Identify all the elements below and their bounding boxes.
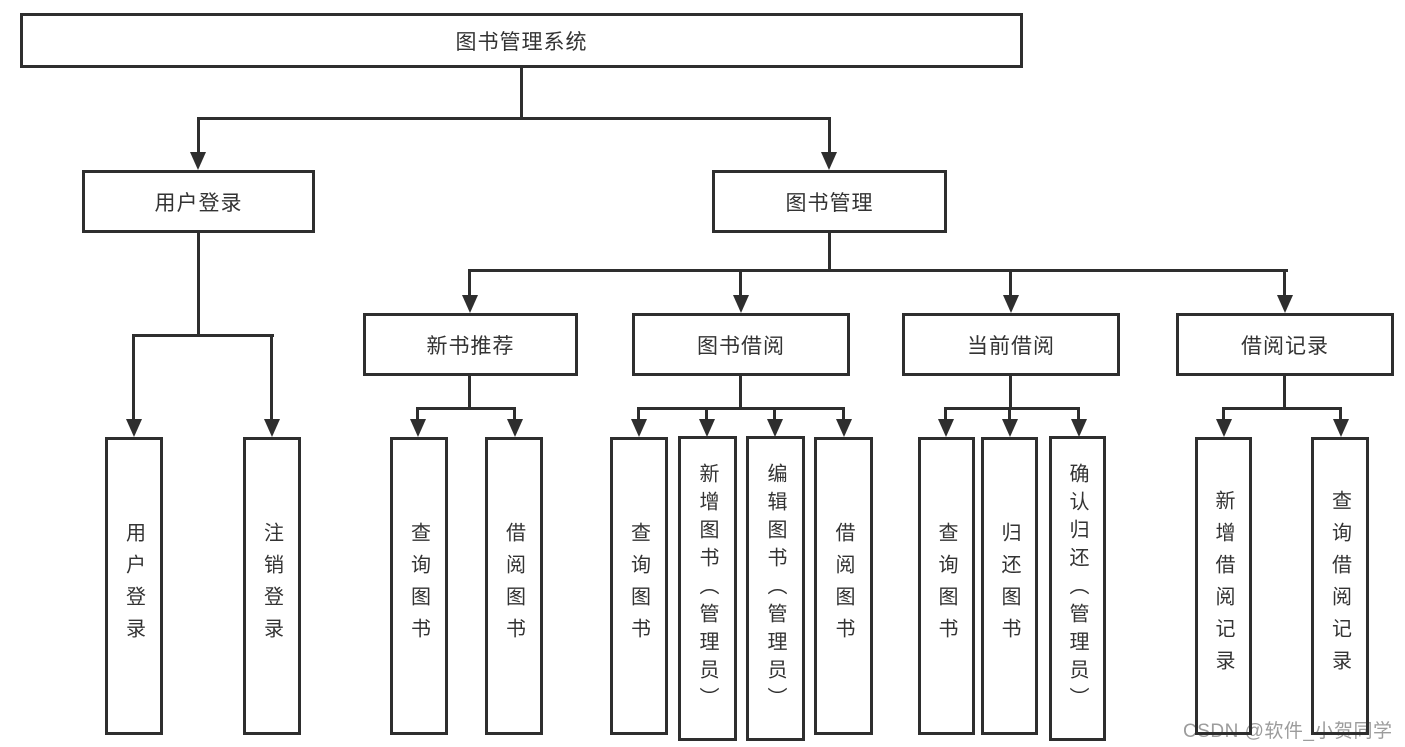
arrowhead xyxy=(631,419,647,437)
connector-line xyxy=(416,407,419,421)
connector-line xyxy=(468,269,471,297)
arrowhead xyxy=(462,295,478,313)
leaf-query-books-current-label: 查询图书 xyxy=(935,522,957,650)
connector-line xyxy=(828,233,831,272)
leaf-add-book-admin-label: 新增图书（管理员） xyxy=(696,462,718,715)
connector-line xyxy=(1339,407,1342,421)
leaf-query-books-borrowing-label: 查询图书 xyxy=(627,522,650,650)
connector-line xyxy=(468,376,471,410)
node-current-borrowing: 当前借阅 xyxy=(902,313,1120,376)
connector-line xyxy=(197,117,200,154)
arrowhead xyxy=(836,419,852,437)
leaf-edit-book-admin-label: 编辑图书（管理员） xyxy=(764,462,786,715)
node-book-borrowing: 图书借阅 xyxy=(632,313,850,376)
connector-line xyxy=(739,376,742,410)
arrowhead xyxy=(767,419,783,437)
node-book-borrowing-label: 图书借阅 xyxy=(697,334,785,358)
arrowhead xyxy=(1216,419,1232,437)
leaf-return-book-label: 归还图书 xyxy=(998,522,1020,650)
connector-line xyxy=(944,407,947,421)
arrowhead xyxy=(507,419,523,437)
node-current-borrowing-label: 当前借阅 xyxy=(967,334,1055,358)
leaf-user-login-label: 用户登录 xyxy=(122,522,145,650)
arrowhead xyxy=(733,295,749,313)
leaf-query-books-recommend: 查询图书 xyxy=(390,437,448,735)
arrowhead xyxy=(938,419,954,437)
connector-line xyxy=(842,407,845,421)
connector-line xyxy=(1283,269,1286,297)
connector-line xyxy=(468,269,1288,272)
connector-line xyxy=(132,334,274,337)
leaf-logout-label: 注销登录 xyxy=(260,522,283,650)
leaf-edit-book-admin: 编辑图书（管理员） xyxy=(746,436,805,741)
leaf-query-books-borrowing: 查询图书 xyxy=(610,437,668,735)
leaf-confirm-return-admin-label: 确认归还（管理员） xyxy=(1066,462,1088,715)
node-borrow-records: 借阅记录 xyxy=(1176,313,1394,376)
leaf-confirm-return-admin: 确认归还（管理员） xyxy=(1049,436,1106,741)
leaf-add-borrow-record-label: 新增借阅记录 xyxy=(1212,490,1234,682)
node-new-book-recommend-label: 新书推荐 xyxy=(426,334,515,358)
node-library-system-label: 图书管理系统 xyxy=(455,30,588,54)
leaf-add-borrow-record: 新增借阅记录 xyxy=(1195,437,1252,735)
connector-line xyxy=(520,68,523,118)
connector-line xyxy=(637,407,845,410)
connector-line xyxy=(513,407,516,421)
connector-line xyxy=(1283,376,1286,410)
arrowhead xyxy=(410,419,426,437)
arrowhead xyxy=(1002,419,1018,437)
node-user-login-label: 用户登录 xyxy=(154,191,243,215)
watermark: CSDN @软件_小贺同学 xyxy=(1183,721,1393,742)
connector-line xyxy=(828,117,831,154)
connector-line xyxy=(1222,407,1342,410)
leaf-return-book: 归还图书 xyxy=(981,437,1038,735)
arrowhead xyxy=(1071,419,1087,437)
arrowhead xyxy=(821,152,837,170)
leaf-user-login: 用户登录 xyxy=(105,437,163,735)
connector-line xyxy=(1009,376,1012,410)
connector-line xyxy=(637,407,640,421)
leaf-query-books-recommend-label: 查询图书 xyxy=(407,522,430,650)
leaf-add-book-admin: 新增图书（管理员） xyxy=(678,436,737,741)
connector-line xyxy=(773,407,776,421)
leaf-logout: 注销登录 xyxy=(243,437,301,735)
connector-line xyxy=(270,334,273,421)
connector-line xyxy=(132,334,135,421)
node-borrow-records-label: 借阅记录 xyxy=(1241,334,1329,358)
arrowhead xyxy=(1003,295,1019,313)
connector-line xyxy=(1008,407,1011,421)
connector-line xyxy=(416,407,516,410)
node-book-management: 图书管理 xyxy=(712,170,947,233)
node-new-book-recommend: 新书推荐 xyxy=(363,313,578,376)
leaf-borrow-books-recommend: 借阅图书 xyxy=(485,437,543,735)
connector-line xyxy=(1009,269,1012,297)
leaf-borrow-books-borrowing-label: 借阅图书 xyxy=(832,522,854,650)
node-book-management-label: 图书管理 xyxy=(785,191,874,215)
connector-line xyxy=(944,407,1080,410)
leaf-borrow-books-recommend-label: 借阅图书 xyxy=(502,522,525,650)
arrowhead xyxy=(190,152,206,170)
node-library-system: 图书管理系统 xyxy=(20,13,1023,68)
arrowhead xyxy=(699,419,715,437)
arrowhead xyxy=(264,419,280,437)
leaf-query-books-current: 查询图书 xyxy=(918,437,975,735)
arrowhead xyxy=(1277,295,1293,313)
leaf-query-borrow-record: 查询借阅记录 xyxy=(1311,437,1369,735)
arrowhead xyxy=(1333,419,1349,437)
connector-line xyxy=(739,269,742,297)
leaf-query-borrow-record-label: 查询借阅记录 xyxy=(1328,490,1351,682)
node-user-login: 用户登录 xyxy=(82,170,315,233)
arrowhead xyxy=(126,419,142,437)
connector-line xyxy=(705,407,708,421)
connector-line xyxy=(1077,407,1080,421)
connector-line xyxy=(197,233,200,336)
connector-line xyxy=(1222,407,1225,421)
connector-line xyxy=(197,117,831,120)
leaf-borrow-books-borrowing: 借阅图书 xyxy=(814,437,873,735)
